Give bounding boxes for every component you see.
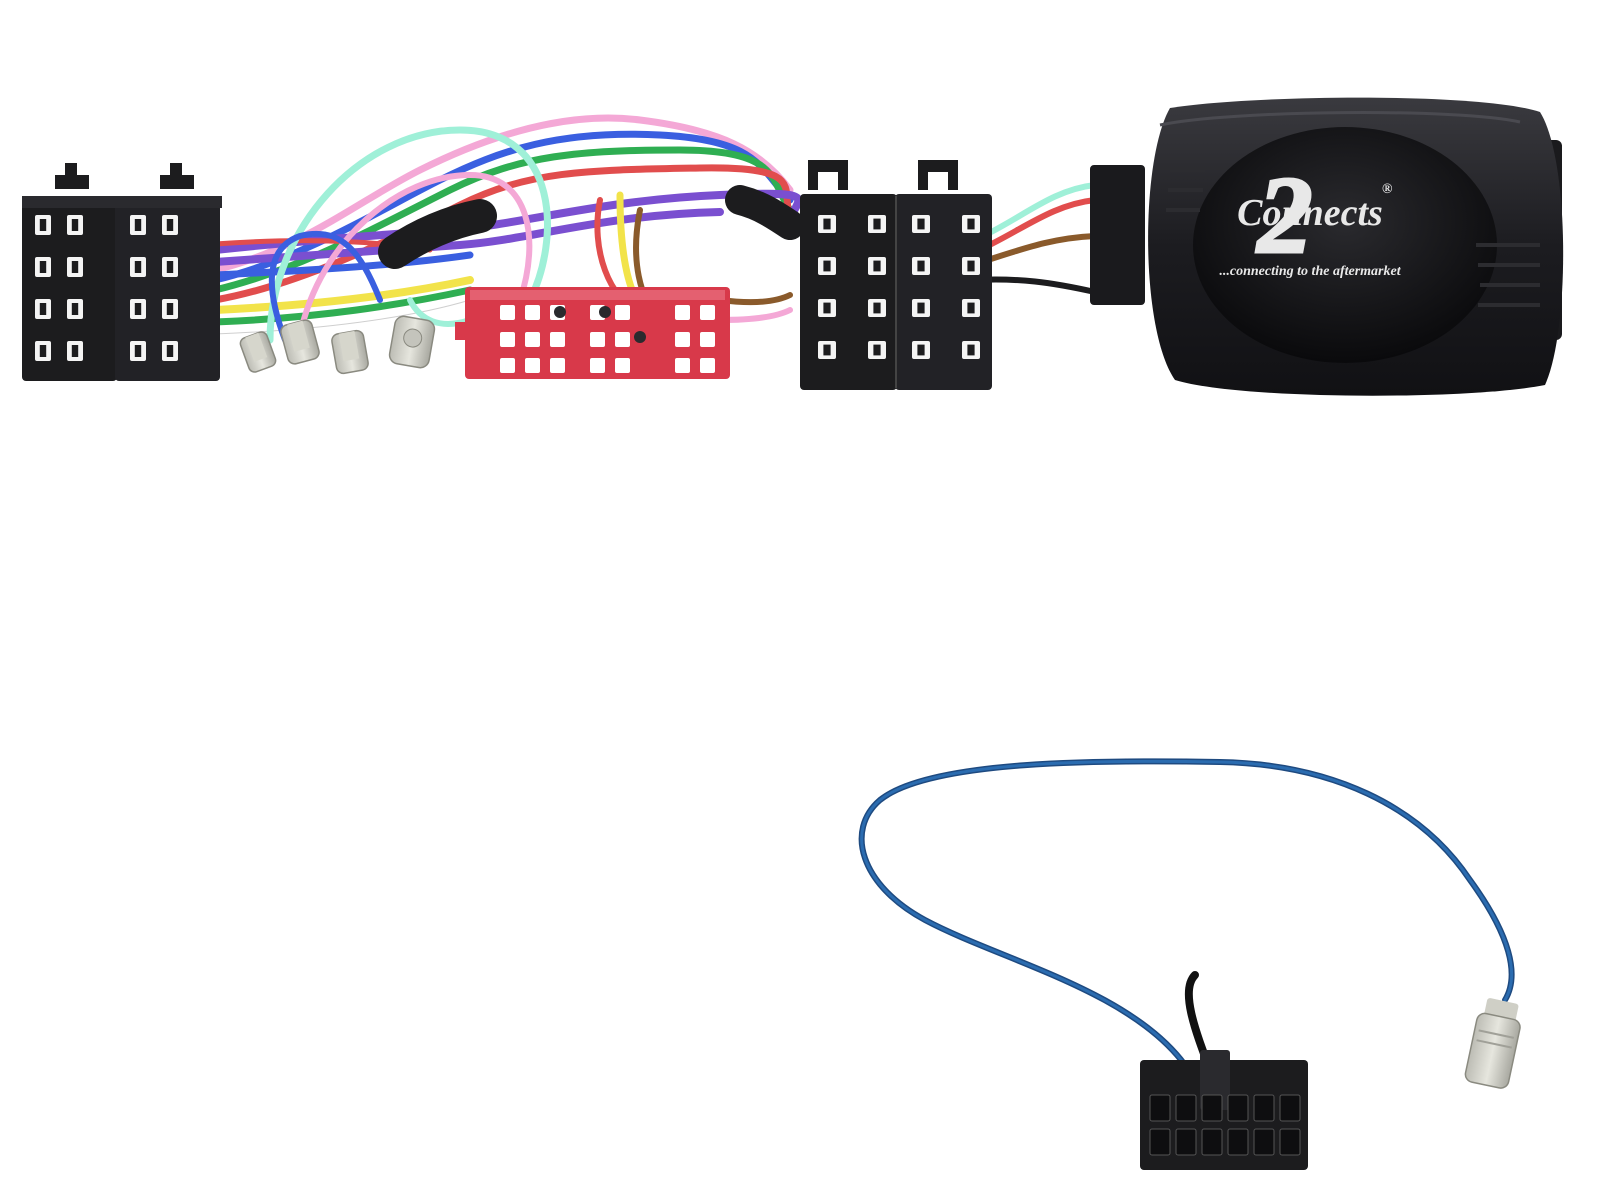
iso-pin-contact — [967, 302, 975, 314]
quadlock-hole — [675, 332, 690, 347]
patch-pin — [1175, 1128, 1197, 1156]
iso-pin-contact — [166, 261, 174, 273]
iso-connector-icon — [800, 160, 992, 390]
quadlock-hole — [615, 305, 630, 320]
iso-pin-contact — [166, 219, 174, 231]
iso-pin-contact — [873, 260, 881, 272]
iso-pin-contact — [39, 261, 47, 273]
iso-pin-contact — [134, 261, 142, 273]
logo-tagline: ...connecting to the aftermarket — [1219, 264, 1401, 279]
patch-pin — [1201, 1128, 1223, 1156]
quadlock-hole — [700, 332, 715, 347]
iso-pin-contact — [71, 303, 79, 315]
iso-pin-contact — [71, 219, 79, 231]
iso-pin-contact — [917, 260, 925, 272]
iso-pin-contact — [71, 261, 79, 273]
iso-pin-contact — [823, 302, 831, 314]
patch-pin — [1227, 1128, 1249, 1156]
interface-module-icon: 2 Connects ® ...connecting to the afterm… — [1090, 97, 1564, 396]
logo-wordmark: Connects — [1237, 192, 1383, 234]
iso-pin-contact — [39, 219, 47, 231]
spade-terminals — [239, 315, 436, 375]
iso-pin-contact — [873, 344, 881, 356]
patch-pin — [1279, 1128, 1301, 1156]
iso-pin-contact — [823, 260, 831, 272]
quadlock-hole — [615, 358, 630, 373]
quadlock-hole — [525, 305, 540, 320]
iso-pin-contact — [39, 345, 47, 357]
quadlock-hole — [550, 332, 565, 347]
patch-pin — [1253, 1128, 1275, 1156]
quadlock-hole — [550, 358, 565, 373]
patch-pin — [1227, 1094, 1249, 1122]
quadlock-holes — [500, 305, 715, 373]
iso-left-pins — [35, 215, 178, 361]
quadlock-hole — [590, 358, 605, 373]
iso-pin-contact — [917, 218, 925, 230]
patch-lead-connector-icon — [1140, 1050, 1308, 1170]
quadlock-hole — [700, 305, 715, 320]
patch-lead-cable — [858, 758, 1515, 1074]
quadlock-hole — [675, 358, 690, 373]
patch-pin — [1279, 1094, 1301, 1122]
iso-pin-contact — [917, 302, 925, 314]
iso-pin-contact — [39, 303, 47, 315]
patch-pin — [1175, 1094, 1197, 1122]
iso-pin-contact — [967, 218, 975, 230]
iso-pin-contact — [967, 260, 975, 272]
patch-pin — [1149, 1094, 1171, 1122]
quadlock-hole — [590, 332, 605, 347]
iso-pin-contact — [134, 219, 142, 231]
quadlock-hole — [500, 358, 515, 373]
patch-pin — [1149, 1128, 1171, 1156]
quadlock-terminal — [599, 306, 611, 318]
iso-pin-contact — [134, 345, 142, 357]
patch-connector-pins — [1149, 1094, 1301, 1156]
antenna-plug-icon — [1464, 998, 1521, 1089]
iso-pin-contact — [71, 345, 79, 357]
iso-pin-contact — [823, 344, 831, 356]
quadlock-hole — [700, 358, 715, 373]
patch-pin — [1253, 1094, 1275, 1122]
logo-registered-mark: ® — [1382, 182, 1393, 197]
iso-pin-contact — [873, 302, 881, 314]
iso-pin-contact — [917, 344, 925, 356]
quadlock-hole — [525, 358, 540, 373]
quadlock-terminal — [554, 306, 566, 318]
quadlock-hole — [500, 332, 515, 347]
iso-pin-contact — [873, 218, 881, 230]
patch-pin — [1201, 1094, 1223, 1122]
iso-right-pins — [818, 215, 980, 359]
iso-pin-contact — [166, 345, 174, 357]
iso-pin-contact — [823, 218, 831, 230]
iso-connector-icon — [22, 163, 222, 381]
logo-numeral: 2 — [1256, 154, 1313, 276]
iso-pin-contact — [967, 344, 975, 356]
quadlock-hole — [500, 305, 515, 320]
quadlock-hole — [615, 332, 630, 347]
iso-pin-contact — [166, 303, 174, 315]
quadlock-terminal — [634, 331, 646, 343]
quadlock-hole — [675, 305, 690, 320]
quadlock-connector-icon — [455, 287, 730, 379]
quadlock-hole — [525, 332, 540, 347]
iso-pin-contact — [134, 303, 142, 315]
